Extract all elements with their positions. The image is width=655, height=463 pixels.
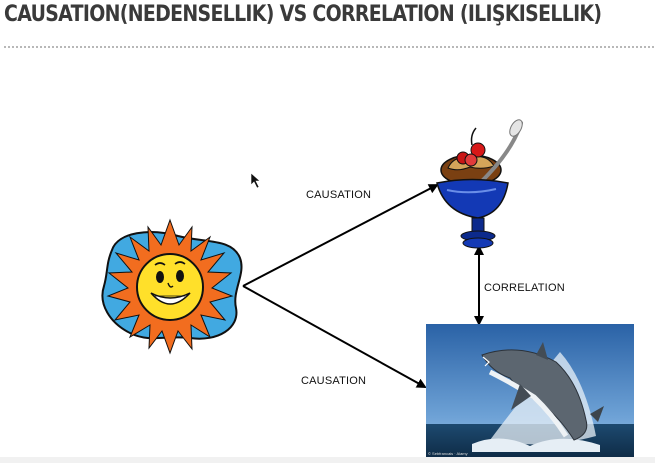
photo-credit: © Sebfrancais · Alamy xyxy=(428,451,468,456)
title-divider xyxy=(4,46,654,48)
bottom-strip xyxy=(0,457,655,463)
arrow-sun-to-icecream xyxy=(242,184,439,287)
edge-label-causation-top: CAUSATION xyxy=(306,189,372,201)
slide-title: CAUSATION(NEDENSELLIK) VS CORRELATION (I… xyxy=(4,2,602,27)
edge-label-correlation: CORRELATION xyxy=(484,282,565,294)
edge-label-causation-bottom: CAUSATION xyxy=(301,375,367,387)
arrow-sun-to-shark xyxy=(242,285,427,388)
